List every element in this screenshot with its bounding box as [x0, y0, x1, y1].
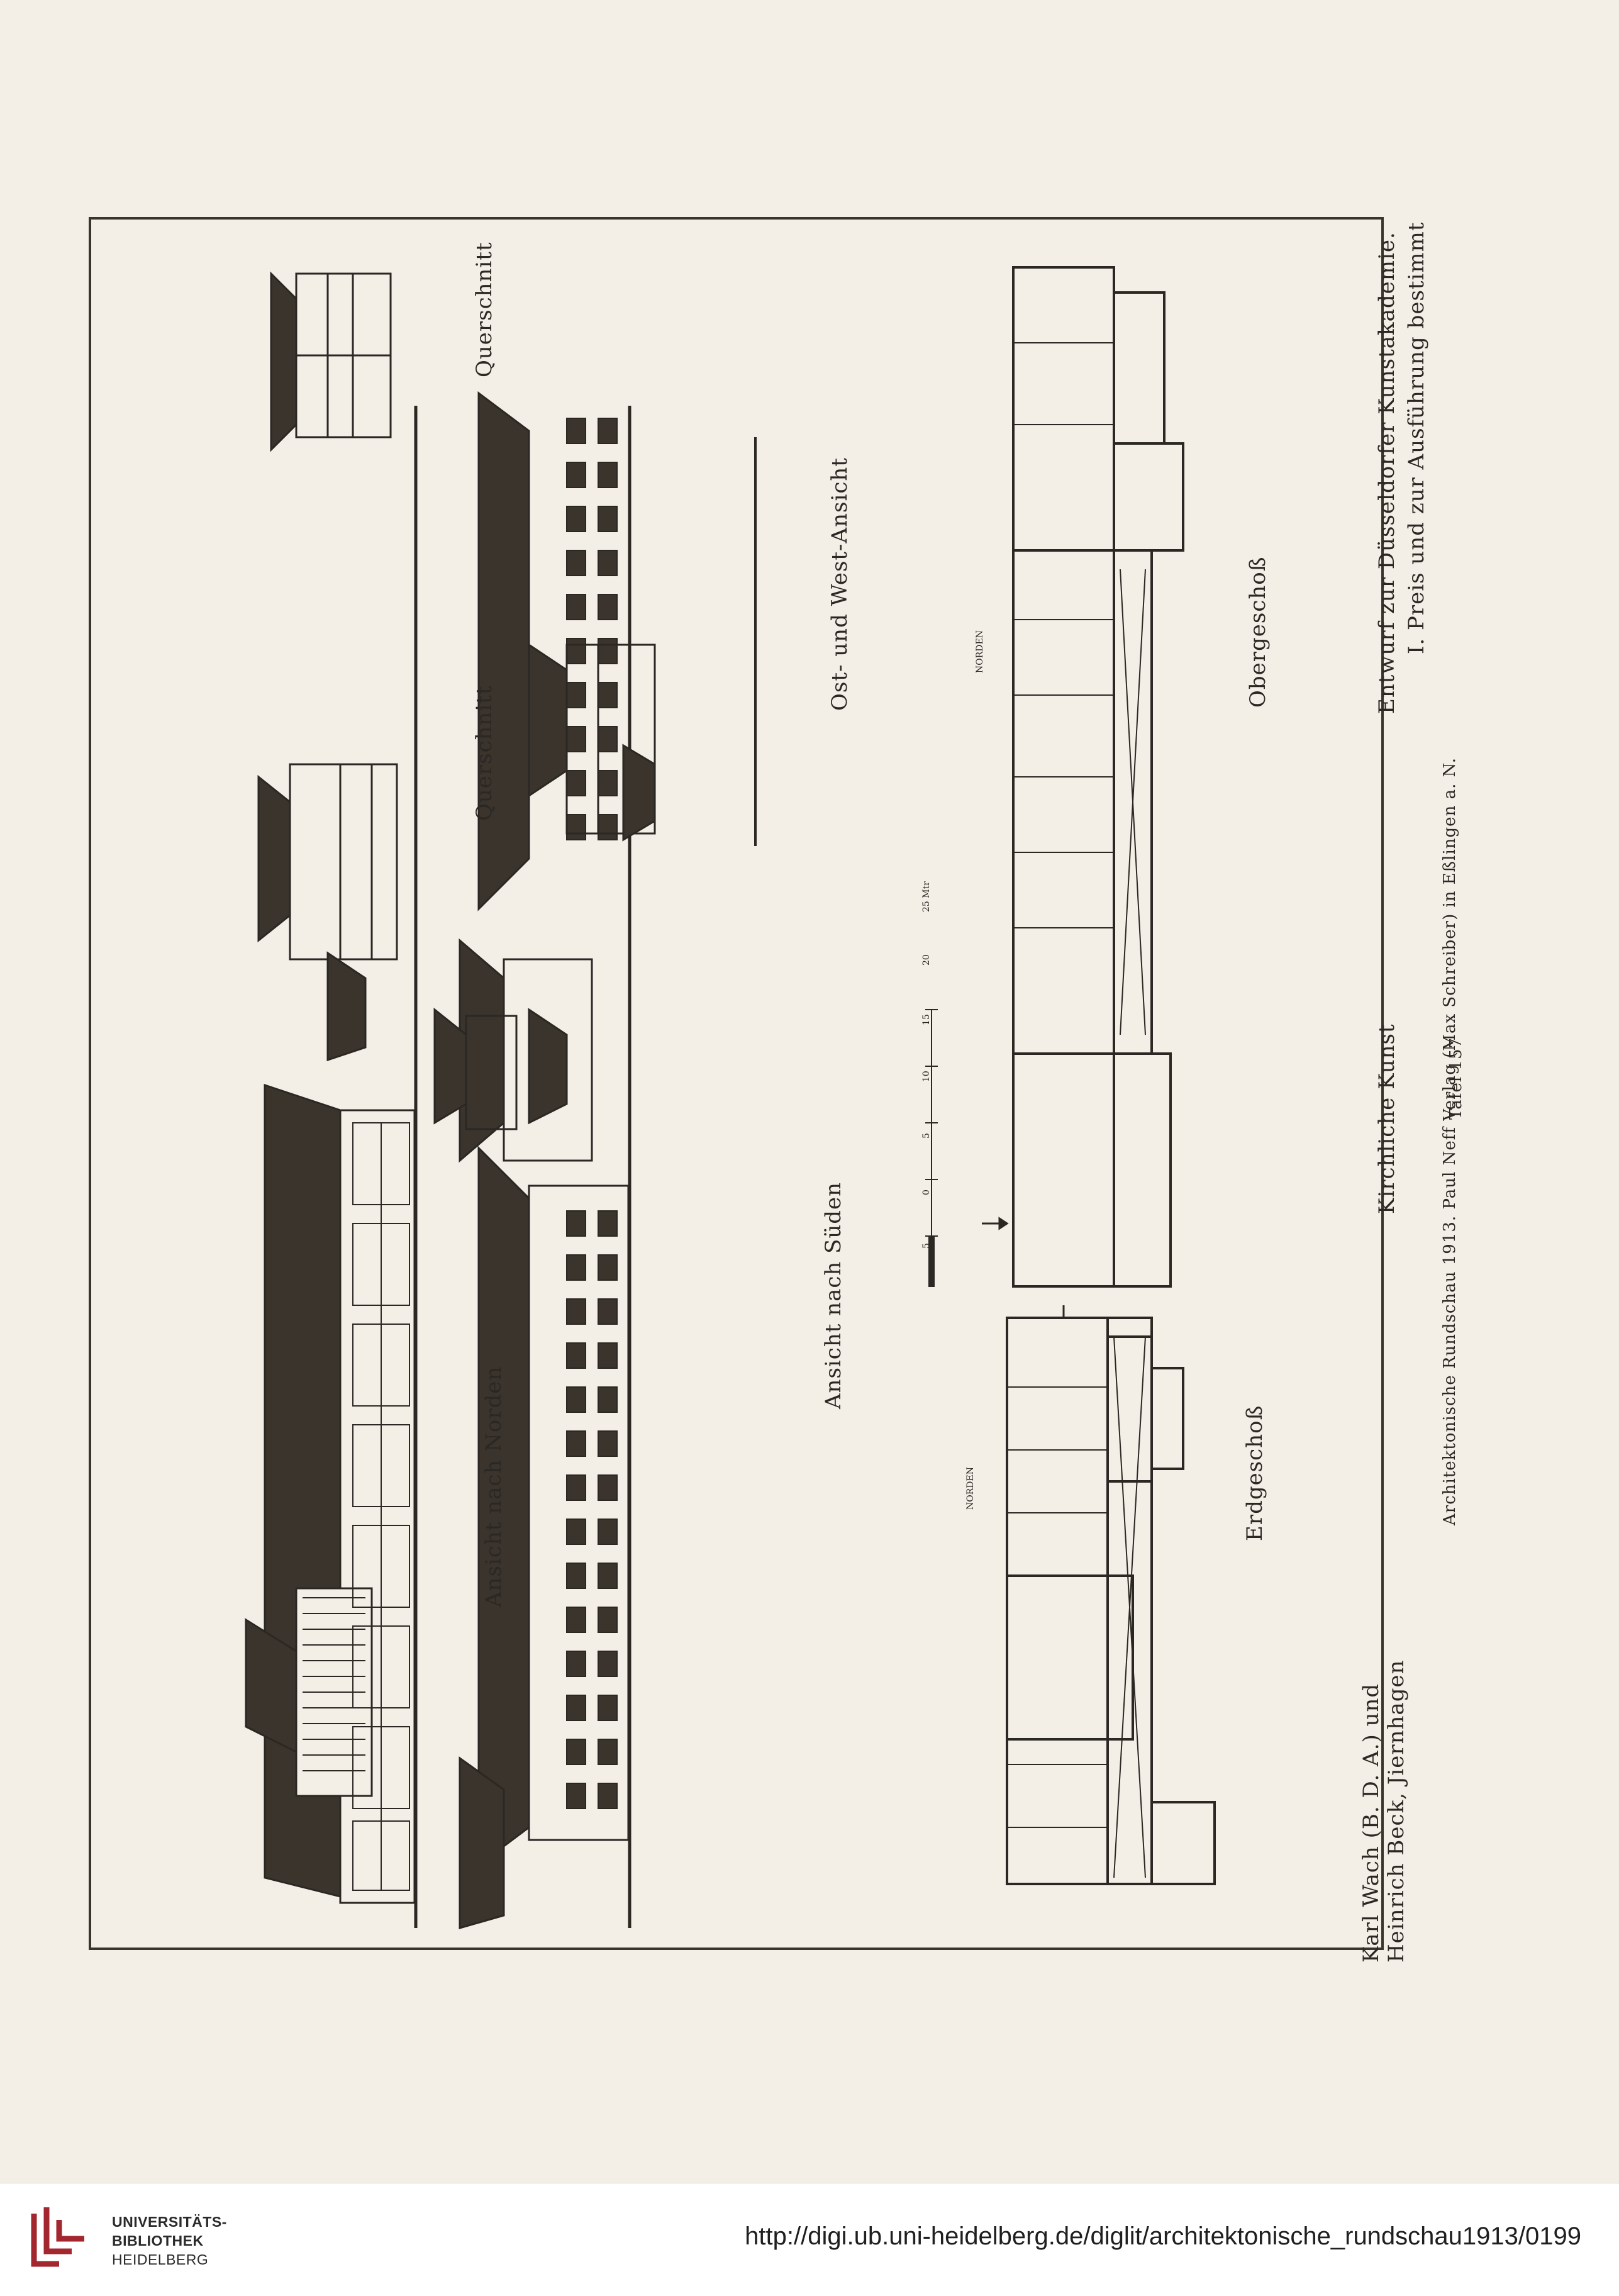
plate-page: Entwurf zur Düsseldorfer Kunstakademie. …	[89, 217, 1466, 1963]
floor-plans	[1006, 266, 1216, 1885]
upper-floor-label: Obergeschoß	[1245, 556, 1271, 708]
library-name-line3: HEIDELBERG	[112, 2251, 209, 2268]
library-name-line1: UNIVERSITÄTS-	[112, 2214, 227, 2230]
south-view-label: Ansicht nach Süden	[821, 1181, 846, 1409]
architectural-drawings	[245, 266, 1216, 1929]
library-logo-icon	[31, 2207, 84, 2267]
scale-tick-4: 15	[921, 1014, 932, 1025]
permalink-url[interactable]: http://digi.ub.uni-heidelberg.de/diglit/…	[745, 2222, 1581, 2250]
north-arrow-label-upper: NORDEN	[975, 630, 985, 673]
section-label-1: Querschnitt	[472, 685, 497, 821]
category-label: Kirchliche Kunst	[1374, 1023, 1399, 1214]
north-elevation	[245, 406, 418, 1928]
south-elevation	[459, 391, 631, 1929]
plate-title-line2: I. Preis und zur Ausführung bestimmt	[1404, 221, 1429, 654]
east-west-view-label: Ost- und West-Ansicht	[827, 457, 852, 711]
scale-tick-5: 20	[921, 954, 932, 966]
plate-number: Tafel 157	[1447, 1037, 1466, 1120]
scale-tick-6: 25 Mtr	[921, 881, 932, 912]
east-west-elevation	[528, 437, 757, 846]
plate-title-line1: Entwurf zur Düsseldorfer Kunstakademie.	[1374, 231, 1399, 714]
publisher-line: Architektonische Rundschau 1913. Paul Ne…	[1440, 757, 1459, 1525]
drawing-frame	[89, 217, 1384, 1950]
scale-tick-0: 5	[921, 1243, 932, 1249]
north-view-label: Ansicht nach Norden	[481, 1366, 506, 1607]
library-name-line2: BIBLIOTHEK	[112, 2232, 204, 2249]
scale-bar	[925, 1009, 938, 1287]
north-arrow-label-ground: NORDEN	[965, 1467, 976, 1510]
scale-tick-3: 10	[921, 1071, 932, 1082]
scale-tick-1: 0	[921, 1190, 932, 1195]
section-label-2: Querschnitt	[472, 242, 497, 377]
author-line2: Heinrich Beck, Jiernhagen	[1384, 1659, 1409, 1963]
library-name: UNIVERSITÄTS- BIBLIOTHEK HEIDELBERG	[112, 2212, 227, 2269]
viewer-footer: UNIVERSITÄTS- BIBLIOTHEK HEIDELBERG http…	[0, 2183, 1619, 2296]
cross-sections	[257, 271, 568, 1130]
author-line1: Karl Wach (B. D. A.) und	[1359, 1683, 1384, 1963]
north-arrows	[982, 1217, 1065, 1318]
ground-floor-label: Erdgeschoß	[1242, 1405, 1267, 1541]
scale-tick-2: 5	[921, 1133, 932, 1139]
